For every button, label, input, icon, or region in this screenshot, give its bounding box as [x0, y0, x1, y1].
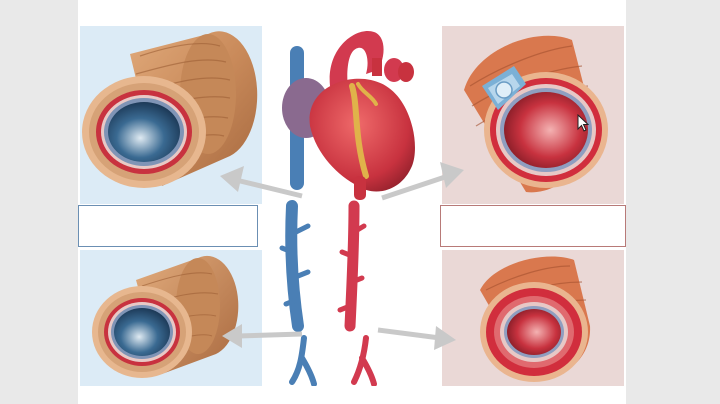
- arrow-head-top-left: [220, 166, 244, 192]
- arrow-to-bottom-right: [378, 330, 440, 338]
- slide-canvas: [78, 0, 626, 404]
- mouse-pointer-icon: [577, 114, 589, 132]
- arrow-head-bottom-right: [434, 326, 456, 350]
- arrow-to-top-right: [382, 176, 448, 198]
- arrow-head-bottom-left: [222, 324, 242, 348]
- arrow-to-bottom-left: [238, 334, 302, 336]
- arrow-head-top-right: [440, 162, 464, 188]
- arrows-layer: [78, 0, 626, 404]
- arrow-to-top-left: [236, 180, 302, 196]
